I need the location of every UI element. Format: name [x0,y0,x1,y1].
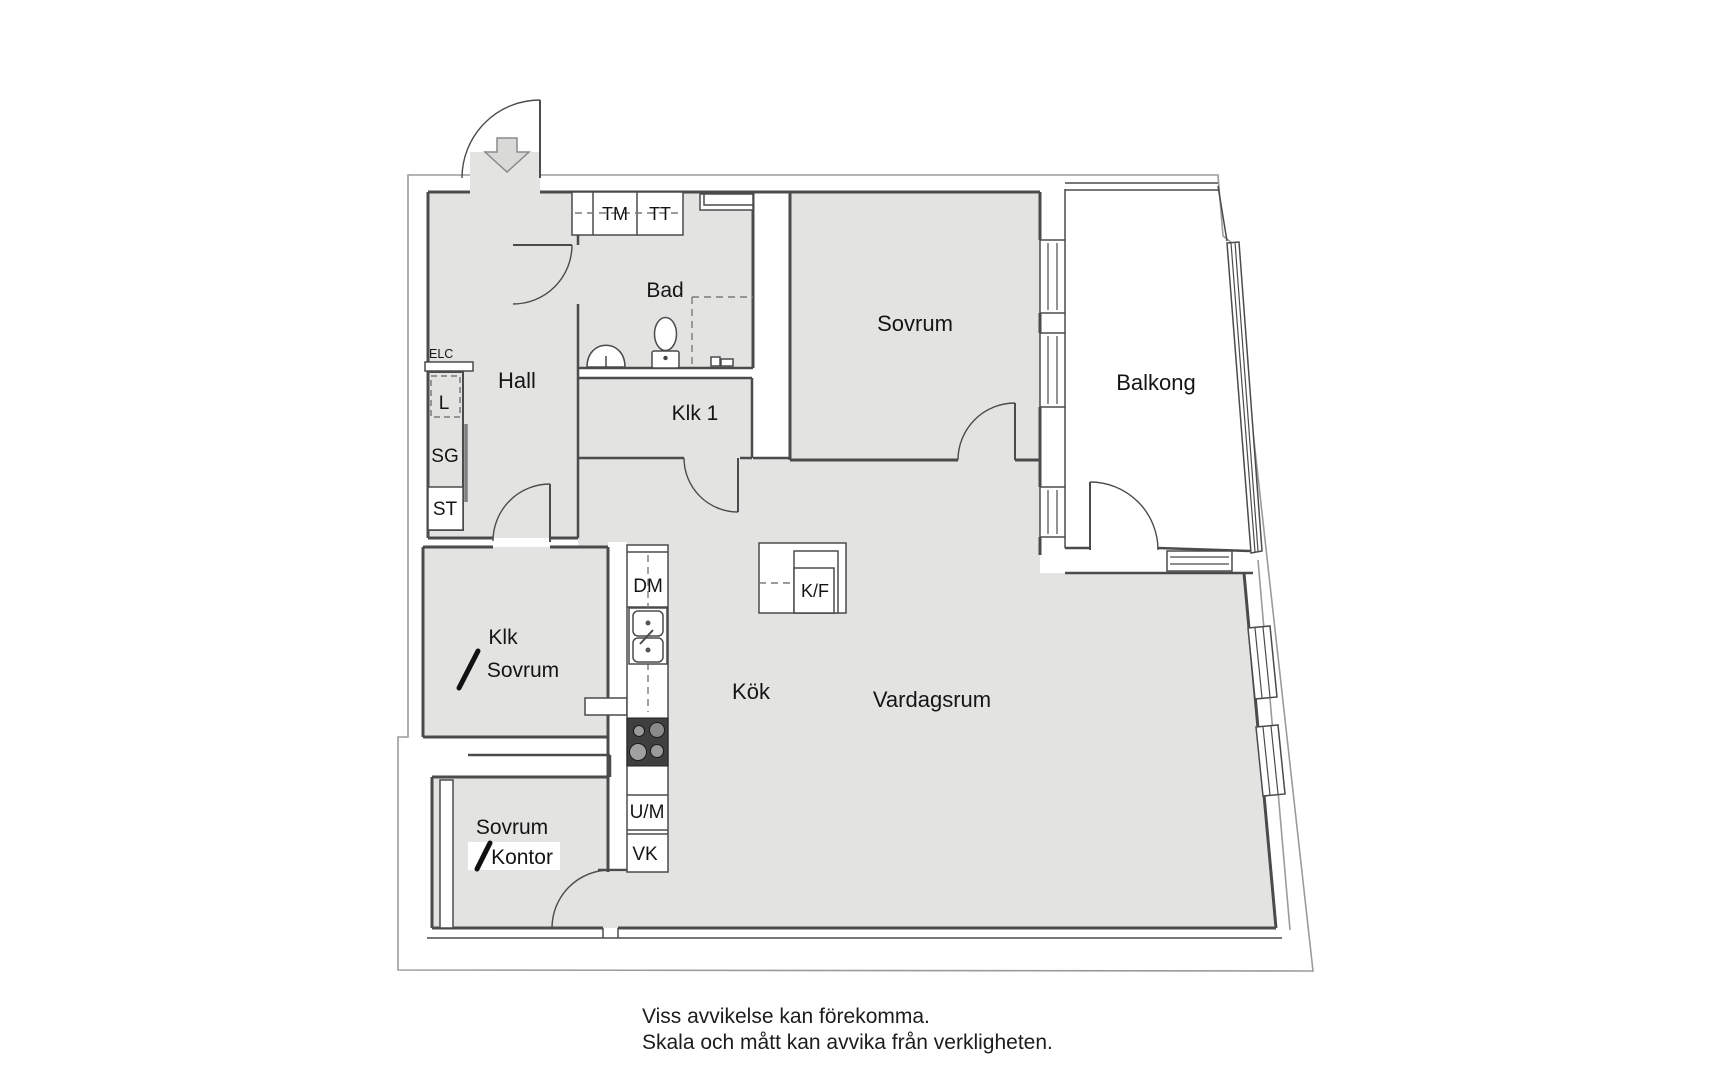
labels: Hall Bad Klk 1 Sovrum Balkong Klk Sovrum… [429,204,1196,869]
balcony-door-arc [1089,481,1159,551]
fridge-freezer [758,542,847,614]
room-label-bathroom: Bad [646,279,683,302]
label-tumble-dryer: TT [649,204,671,224]
wall-notch [584,697,628,716]
sliding-door-pocket [439,779,454,929]
bottom-wall-detail [427,928,1282,939]
room-floor-bedroom-top [790,192,1040,460]
entry-door-arc [461,99,541,179]
window [1166,550,1233,572]
closet-st-box [427,486,464,531]
window [1255,724,1286,797]
tap-icon [720,358,734,367]
window [1039,239,1066,314]
laundry-unit [571,191,684,236]
hall-door-arc [492,483,551,542]
windows [1039,239,1233,572]
room-label-balcony: Balkong [1116,370,1196,395]
window [1039,486,1066,538]
room-label-hall: Hall [498,368,536,393]
room-floor-closet1 [578,378,752,458]
footer-line2: Skala och mått kan avvika från verklighe… [642,1031,1053,1054]
room-floor-closet-bedroom [423,547,608,737]
room-label-closet-bedroom-2: Sovrum [487,659,559,682]
room-label-closet1: Klk 1 [672,402,719,425]
bathroom-fixtures [586,193,754,369]
label-um: U/M [630,802,665,823]
label-fridge-freezer: K/F [801,581,829,601]
hall-closets [424,361,474,531]
doors [492,244,1159,929]
label-washing-machine: TM [602,204,628,224]
label-vk: VK [632,844,658,865]
label-slash [474,840,493,872]
label-closet-sg: SG [431,446,458,467]
closet-l-box [430,375,461,418]
bathroom-door-arc [512,244,573,305]
room-label-kitchen: Kök [732,679,771,704]
shower-area [691,296,753,368]
tap-icon [710,356,721,367]
bedroom-door-arc [957,402,1016,461]
office-door-arc [551,869,611,929]
balcony-structure [1064,182,1263,554]
toilet-icon [653,316,678,352]
counter-outline [626,544,669,873]
footer-line1: Viss avvikelse kan förekomma. [642,1005,930,1028]
floor-areas [423,152,1276,928]
room-label-bedroom-office-2: Kontor [491,846,553,869]
label-elc: ELC [429,347,453,361]
room-label-closet-bedroom-1: Klk [488,626,518,649]
label-slash [456,648,481,691]
window [1039,332,1066,408]
entry-arrow-icon [483,137,531,174]
kitchen-counter [626,544,669,873]
label-closet-st: ST [433,499,458,520]
window [1247,625,1278,700]
label-dishwasher: DM [633,576,663,597]
room-label-living: Vardagsrum [873,687,991,712]
elc-stub [424,361,474,372]
entry [461,99,541,179]
room-label-bedroom-top: Sovrum [877,311,953,336]
slanted-wall [1247,559,1291,931]
room-floor-corridor [578,458,1040,546]
label-closet-l: L [439,393,450,414]
balcony-glazing [1226,241,1263,554]
room-floor-living [608,542,1276,928]
room-label-bedroom-office-1: Sovrum [476,816,548,839]
footer: Viss avvikelse kan förekomma. Skala och … [642,1005,1053,1054]
closet1-door-arc [683,457,739,513]
